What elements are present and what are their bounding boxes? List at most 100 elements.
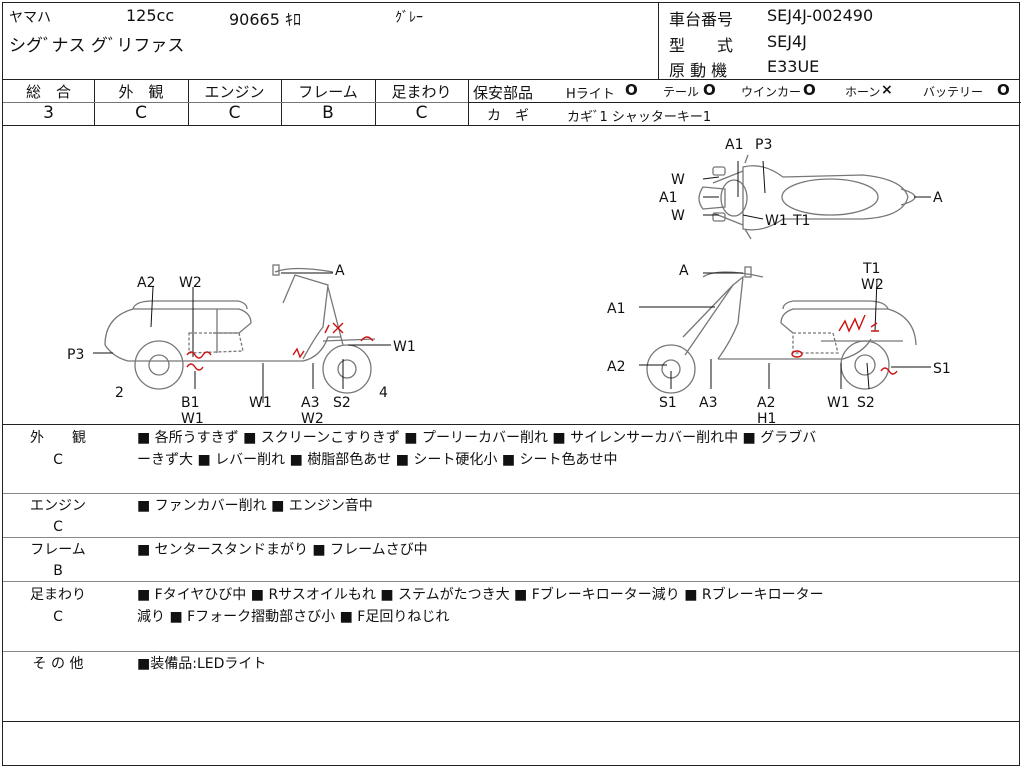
grade-header-suspension: 足まわり <box>391 83 452 101</box>
label-left-a3: A3 <box>301 395 319 411</box>
section-suspension-grade: C <box>53 609 63 625</box>
grade-header-frame: フレーム <box>298 83 358 101</box>
label-left-2: 2 <box>115 385 124 401</box>
label-right-h1: H1 <box>757 411 776 427</box>
label-right-s1-2: S1 <box>933 361 951 377</box>
label-left-a: A <box>335 263 345 279</box>
safety-tail-status: O <box>703 81 716 99</box>
label-right-a2-2: A2 <box>757 395 775 411</box>
engine-label: 原 動 機 <box>669 61 728 80</box>
section-exterior-text-1: ■ 各所うすきず ■ スクリーンこすりきず ■ プーリーカバー削れ ■ サイレン… <box>137 430 817 446</box>
label-top-w1: W1 <box>765 213 788 229</box>
header-divider <box>658 3 659 79</box>
safety-horn: ホーン <box>845 85 881 99</box>
rule <box>3 125 1019 126</box>
mileage: 90665 ｷﾛ <box>229 10 301 29</box>
grade-exterior: C <box>135 103 147 123</box>
label-top-a: A <box>933 190 943 206</box>
rule <box>3 493 1019 494</box>
grade-overall: 3 <box>43 103 54 123</box>
section-exterior-text-2: ーきず大 ■ レバー削れ ■ 樹脂部色あせ ■ シート硬化小 ■ シート色あせ中 <box>137 452 618 468</box>
grid-line <box>3 102 468 103</box>
safety-headlight-status: O <box>625 81 638 99</box>
key-label: カ ギ <box>487 108 529 124</box>
section-suspension-text-2: 減り ■ Fフォーク摺動部さび小 ■ F足回りねじれ <box>137 609 450 625</box>
safety-horn-status: × <box>881 82 893 98</box>
label-right-s2: S2 <box>857 395 875 411</box>
rule <box>3 79 1019 80</box>
rule <box>3 721 1019 722</box>
section-suspension-label: 足まわり <box>30 587 86 603</box>
frame-no-label: 車台番号 <box>669 10 734 29</box>
label-right-a: A <box>679 263 689 279</box>
leader-lines <box>93 160 931 403</box>
label-left-w1-3: W1 <box>249 395 272 411</box>
label-left-w1-2: W1 <box>181 411 204 427</box>
section-frame-text: ■ センタースタンドまがり ■ フレームさび中 <box>137 542 428 558</box>
vehicle-header: ヤマハ 125cc 90665 ｷﾛ ｸﾞﾚｰ シグﾞナス グﾞリファス 車台番… <box>3 3 1019 80</box>
scooter-diagram-svg: A1 P3 W A1 W W1 T1 A A2 W2 A P3 W1 2 B1 … <box>67 137 951 427</box>
label-left-p3: P3 <box>67 347 84 363</box>
section-engine-label: エンジン <box>30 498 86 514</box>
safety-battery: バッテリー <box>923 85 984 99</box>
section-other-text: ■装備品:LEDライト <box>137 656 267 672</box>
label-left-w2-2: W2 <box>301 411 324 427</box>
label-left-s2: S2 <box>333 395 351 411</box>
rule <box>3 581 1019 582</box>
rule <box>3 651 1019 652</box>
label-left-w2: W2 <box>179 275 202 291</box>
color: ｸﾞﾚｰ <box>395 10 423 26</box>
rule <box>3 537 1019 538</box>
label-left-a2: A2 <box>137 275 155 291</box>
section-other-label: そ の 他 <box>32 656 84 672</box>
safety-winker-status: O <box>803 81 816 99</box>
label-right-w1: W1 <box>827 395 850 411</box>
label-left-4: 4 <box>379 385 388 401</box>
safety-winker: ウインカー <box>741 85 802 99</box>
damage-marks <box>186 314 898 375</box>
grade-suspension: C <box>415 103 428 123</box>
label-top-p3: P3 <box>755 137 772 153</box>
label-top-w-2: W <box>671 208 685 224</box>
label-top-t1: T1 <box>792 213 810 229</box>
label-right-a1: A1 <box>607 301 625 317</box>
damage-diagram: A1 P3 W A1 W W1 T1 A A2 W2 A P3 W1 2 B1 … <box>3 127 1021 427</box>
section-exterior-label: 外 観 <box>30 430 86 446</box>
section-frame-label: フレーム <box>30 542 86 558</box>
frame-no: SEJ4J-002490 <box>767 6 874 25</box>
model-name: シグﾞナス グﾞリファス <box>9 36 185 56</box>
type-value: SEJ4J <box>767 32 807 51</box>
label-right-s1: S1 <box>659 395 677 411</box>
section-exterior-grade: C <box>53 452 63 468</box>
label-right-a3: A3 <box>699 395 717 411</box>
label-top-a1: A1 <box>725 137 743 153</box>
key-value: カギﾞ1 シャッターキー1 <box>567 110 712 125</box>
maker: ヤマハ <box>9 10 51 26</box>
grade-header-exterior: 外 観 <box>118 83 164 101</box>
displacement: 125cc <box>126 6 175 25</box>
left-side-scooter <box>104 264 376 394</box>
section-engine-text: ■ ファンカバー削れ ■ エンジン音中 <box>137 498 373 514</box>
rule <box>3 424 1019 425</box>
label-right-a2: A2 <box>607 359 625 375</box>
type-label: 型 式 <box>669 36 734 55</box>
grid-line <box>468 102 1021 103</box>
engine-value: E33UE <box>767 57 820 76</box>
label-right-w2: W2 <box>861 277 884 293</box>
label-left-b1: B1 <box>181 395 200 411</box>
section-engine-grade: C <box>53 519 63 535</box>
safety-battery-status: O <box>997 81 1010 99</box>
label-left-w1: W1 <box>393 339 416 355</box>
safety-tail: テール <box>663 85 700 99</box>
grade-frame: B <box>322 103 334 123</box>
section-frame-grade: B <box>53 563 63 579</box>
label-right-t1: T1 <box>862 261 880 277</box>
grade-header-engine: エンジン <box>204 83 265 101</box>
grade-header-overall: 総 合 <box>25 83 71 101</box>
grade-engine: C <box>228 103 241 123</box>
label-top-w: W <box>671 172 685 188</box>
label-top-a1-2: A1 <box>659 190 677 206</box>
safety-headlight: Hライト <box>566 87 615 102</box>
safety-label: 保安部品 <box>473 84 534 102</box>
